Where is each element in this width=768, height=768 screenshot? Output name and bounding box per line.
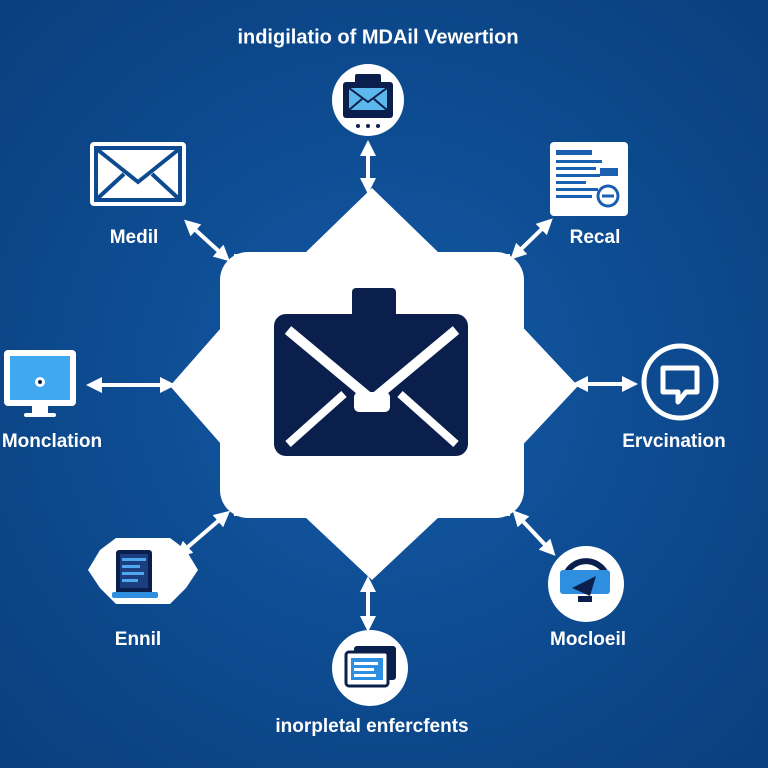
node-medil xyxy=(90,142,186,206)
node-top xyxy=(332,64,404,136)
node-ennil xyxy=(88,538,198,604)
document-form-icon xyxy=(550,142,628,216)
node-recal xyxy=(550,142,628,216)
monitor-chat-icon xyxy=(560,558,610,602)
envelope-icon xyxy=(274,288,468,456)
connector-medil xyxy=(184,219,230,262)
stacked-documents-icon xyxy=(344,646,396,688)
connector-mocloeil xyxy=(512,510,556,556)
node-label-ervcination: Ervcination xyxy=(622,431,726,452)
envelope-screen-icon xyxy=(343,74,393,128)
node-ervcination xyxy=(641,343,719,421)
node-label-recal: Recal xyxy=(569,227,621,248)
envelope-icon xyxy=(90,142,186,206)
node-label-ennil: Ennil xyxy=(114,629,162,650)
node-mocloeil xyxy=(548,546,624,622)
node-bottom xyxy=(332,630,408,706)
chat-bubble-icon xyxy=(660,365,700,405)
connector-ennil xyxy=(175,510,231,558)
node-label-monclation: Monclation xyxy=(1,431,103,452)
diagram-title: indigilatio of MDAil Vewertion xyxy=(237,26,519,49)
connectors xyxy=(86,140,638,632)
node-label-mocloeil: Mocloeil xyxy=(549,629,627,650)
node-label-medil: Medil xyxy=(109,227,159,248)
tablet-icon xyxy=(112,550,158,598)
central-hub xyxy=(170,188,578,580)
connector-recal xyxy=(510,218,553,260)
node-label-bottom: inorpletal enfercfents xyxy=(275,716,469,737)
node-monclation xyxy=(4,350,76,417)
monitor-icon xyxy=(4,350,76,417)
